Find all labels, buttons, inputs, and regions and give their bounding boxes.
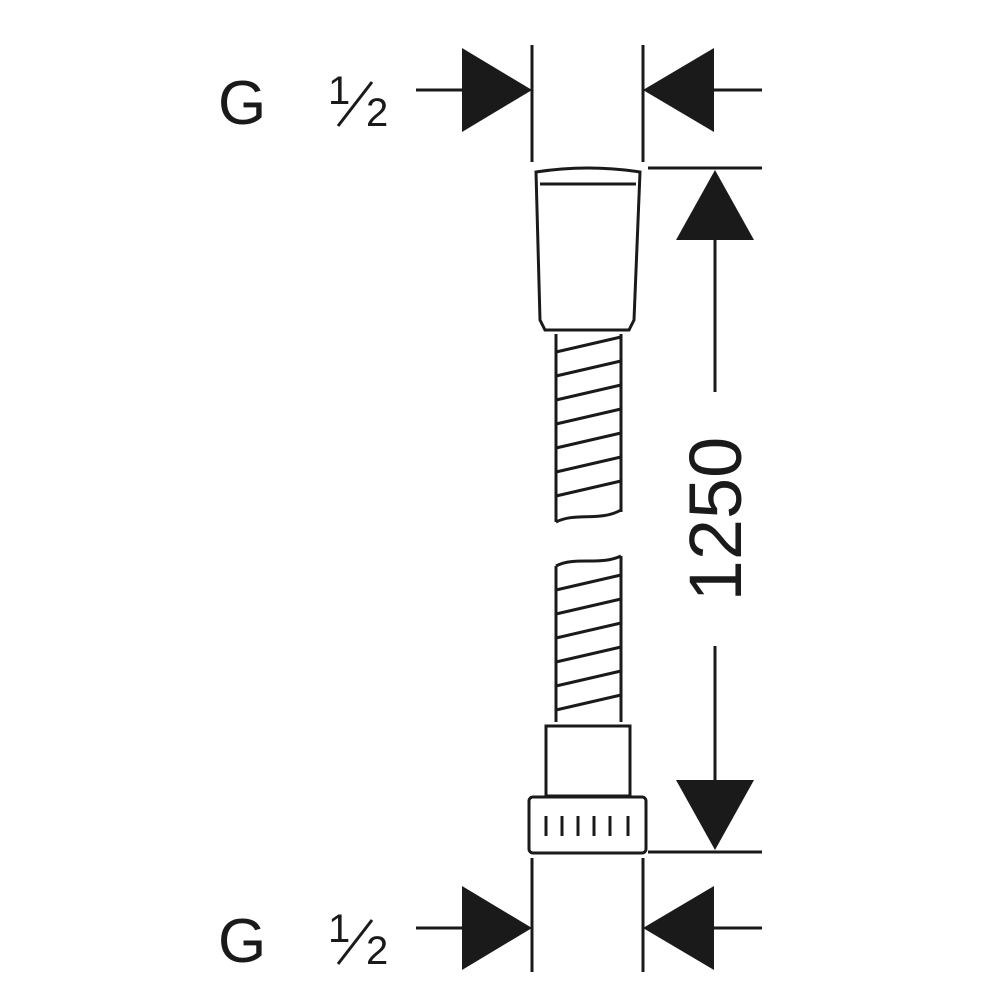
upper-hose-break (555, 508, 622, 524)
top-connector (534, 166, 642, 332)
hose-ring (555, 645, 622, 664)
upper-hose-section (554, 334, 623, 524)
length-dimension (648, 166, 762, 854)
top-thread-numerator: 1 (328, 69, 350, 113)
hose-ring (555, 359, 622, 378)
lower-hose-break (555, 554, 622, 568)
length-arrow-up (676, 170, 754, 240)
top-fraction-slash (336, 81, 374, 127)
top-thread-label: G 1 2 (218, 69, 388, 138)
top-connector-body (534, 166, 642, 332)
bottom-thread-denominator: 2 (366, 929, 388, 973)
hose-ring (555, 693, 622, 712)
bottom-arrow-right-pointing (462, 886, 532, 970)
length-arrow-down (676, 780, 754, 850)
bottom-thread-label: G 1 2 (218, 907, 388, 976)
bottom-connector (527, 724, 648, 855)
bottom-thread-prefix: G (218, 907, 266, 976)
hose-ring (555, 573, 622, 592)
bottom-fraction-slash (336, 919, 374, 965)
hose-ring (555, 597, 622, 616)
hose-ring (555, 455, 622, 474)
hose-ring (555, 335, 622, 354)
top-arrow-left-pointing (643, 48, 714, 132)
bottom-arrow-left-pointing (643, 886, 714, 970)
length-dimension-value: 1250 (674, 437, 757, 602)
hose-ring (555, 431, 622, 450)
hose-ring (555, 479, 622, 498)
top-thread-dimension (416, 45, 762, 162)
bottom-thread-dimension (416, 858, 762, 972)
bottom-connector-sleeve (544, 724, 632, 798)
hose-ring (555, 621, 622, 640)
bottom-thread-numerator: 1 (328, 907, 350, 951)
lower-hose-section (554, 554, 623, 722)
hose-ring (555, 407, 622, 426)
hose-ring (555, 383, 622, 402)
bottom-swivel-nut (527, 795, 648, 855)
top-thread-denominator: 2 (366, 91, 388, 135)
hose-ring (555, 669, 622, 688)
top-arrow-right-pointing (462, 48, 532, 132)
top-thread-prefix: G (218, 69, 266, 138)
